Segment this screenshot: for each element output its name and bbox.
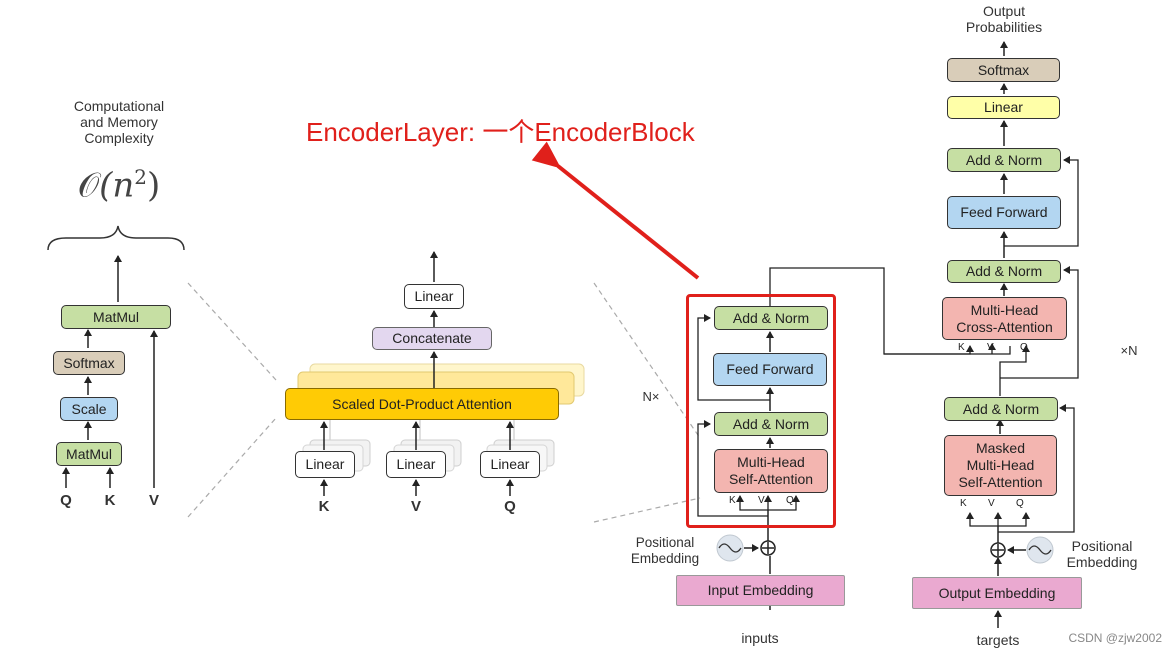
matmul-bottom-box: MatMul xyxy=(56,442,122,466)
formula-exponent: 2 xyxy=(134,165,148,189)
concatenate-box: Concatenate xyxy=(372,327,492,350)
linear-v-box: Linear xyxy=(386,451,446,478)
encoder-block-highlight xyxy=(686,294,836,528)
encoder-add-norm-bottom: Add & Norm xyxy=(714,412,828,436)
decoder-add-norm-2: Add & Norm xyxy=(947,260,1061,283)
decoder-masked-v-label: V xyxy=(988,498,995,509)
decoder-masked-attention: Masked Multi-Head Self-Attention xyxy=(944,435,1057,496)
decoder-masked-q-label: Q xyxy=(1016,498,1024,509)
middle-input-v: V xyxy=(410,498,421,515)
encoder-feed-forward: Feed Forward xyxy=(713,353,827,386)
decoder-add-norm-1: Add & Norm xyxy=(947,148,1061,172)
decoder-softmax: Softmax xyxy=(947,58,1060,82)
complexity-formula: 𝒪(n2) xyxy=(54,166,184,205)
annotation-arrow xyxy=(531,141,700,280)
inputs-label: inputs xyxy=(741,630,779,646)
complexity-brace xyxy=(47,225,185,251)
decoder-cross-attention: Multi-Head Cross-Attention xyxy=(942,297,1067,340)
softmax-box: Softmax xyxy=(53,351,125,375)
linear-q-box: Linear xyxy=(480,451,540,478)
left-input-v: V xyxy=(148,492,159,509)
formula-body: (n xyxy=(99,165,135,206)
decoder-masked-k-label: K xyxy=(960,498,967,509)
encoder-positional-label: Positional Embedding xyxy=(630,535,700,566)
decoder-linear: Linear xyxy=(947,96,1060,119)
matmul-top-box: MatMul xyxy=(61,305,171,329)
middle-input-q: Q xyxy=(504,498,516,515)
output-probabilities-label: Output Probabilities xyxy=(965,3,1043,36)
output-embedding-box: Output Embedding xyxy=(912,577,1082,609)
encoder-add-norm-top: Add & Norm xyxy=(714,306,828,330)
formula-close: ) xyxy=(147,165,161,206)
encoder-v-label: V xyxy=(758,495,765,506)
scale-box: Scale xyxy=(60,397,118,421)
decoder-add-norm-3: Add & Norm xyxy=(944,397,1058,421)
decoder-cross-k-label: K xyxy=(958,342,965,353)
encoder-self-attention: Multi-Head Self-Attention xyxy=(714,449,828,493)
sdpa-box: Scaled Dot-Product Attention xyxy=(285,388,559,420)
encoder-q-label: Q xyxy=(786,495,794,506)
encoder-layer-annotation: EncoderLayer: 一个EncoderBlock xyxy=(306,117,695,147)
decoder-feed-forward: Feed Forward xyxy=(947,196,1061,229)
left-input-q: Q xyxy=(60,492,72,509)
decoder-cross-v-label: V xyxy=(987,342,994,353)
encoder-k-label: K xyxy=(729,495,736,506)
decoder-xn-label: ×N xyxy=(1120,343,1138,358)
targets-label: targets xyxy=(976,632,1020,648)
watermark: CSDN @zjw2002 xyxy=(1068,631,1162,645)
input-embedding-box: Input Embedding xyxy=(676,575,845,606)
formula-o: 𝒪 xyxy=(77,165,100,206)
linear-k-box: Linear xyxy=(295,451,355,478)
linear-top-box: Linear xyxy=(404,284,464,309)
left-input-k: K xyxy=(104,492,116,509)
encoder-nx-label: N× xyxy=(642,389,660,404)
decoder-positional-label: Positional Embedding xyxy=(1066,538,1138,571)
decoder-cross-q-label: Q xyxy=(1020,342,1028,353)
middle-input-k: K xyxy=(318,498,330,515)
complexity-caption: Computational and Memory Complexity xyxy=(73,98,165,147)
